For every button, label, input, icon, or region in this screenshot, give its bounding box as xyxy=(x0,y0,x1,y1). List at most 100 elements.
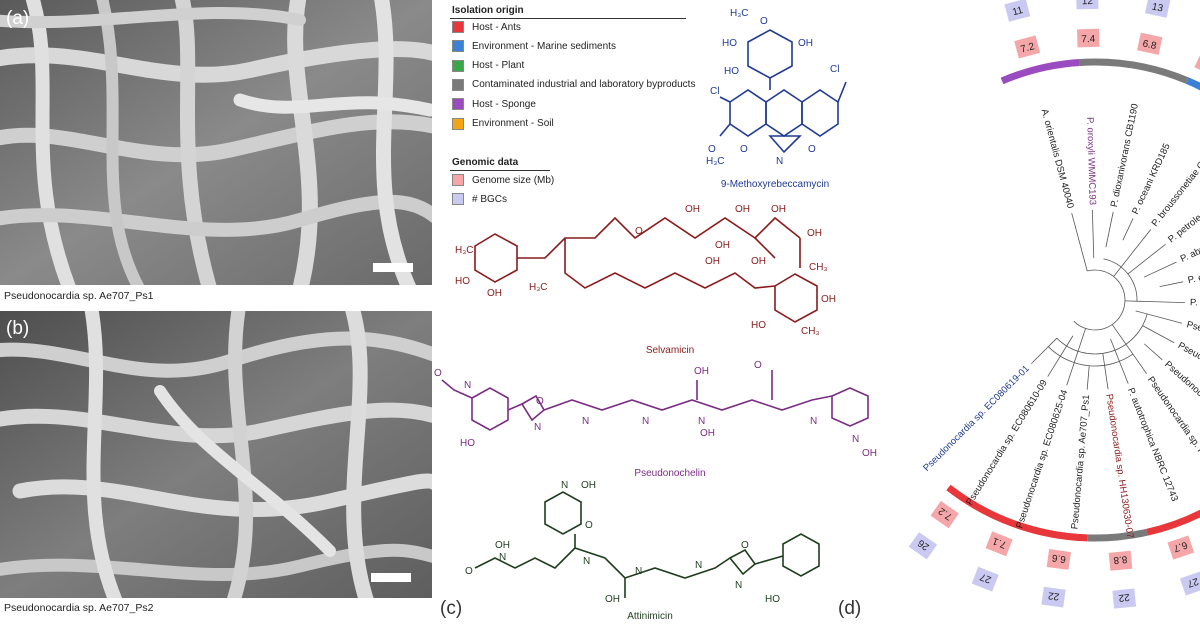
svg-text:Cl: Cl xyxy=(830,64,839,75)
svg-text:N: N xyxy=(583,556,590,567)
svg-text:OH: OH xyxy=(798,38,813,49)
genome-size-value: 6.8 xyxy=(1141,38,1157,52)
tree-branch xyxy=(1071,212,1088,272)
genome-size-value: 7.4 xyxy=(1081,34,1096,45)
tree-branch xyxy=(1066,328,1086,386)
svg-text:OH: OH xyxy=(605,594,620,605)
svg-text:OH: OH xyxy=(862,448,877,459)
panel-label-d: (d) xyxy=(838,598,862,619)
tree-branch xyxy=(1159,281,1184,288)
svg-text:O: O xyxy=(740,144,748,155)
molecule-label-9-methoxyrebeccamycin: 9-Methoxyrebeccamycin xyxy=(720,179,830,190)
tree-branch xyxy=(1143,261,1177,278)
legend-item: # BGCs xyxy=(452,192,507,206)
svg-text:N: N xyxy=(561,480,568,491)
bgc-count-box: 12 xyxy=(1076,0,1099,10)
genome-size-box: 6.7 xyxy=(1167,535,1195,560)
svg-text:OH: OH xyxy=(735,204,750,215)
svg-text:O: O xyxy=(708,144,716,155)
svg-text:OH: OH xyxy=(487,288,502,299)
svg-text:N: N xyxy=(582,416,589,427)
legend-swatch xyxy=(452,40,464,53)
tree-branch xyxy=(1086,365,1090,390)
tree-leaf-label: A. orientalis DSM 40040 xyxy=(1039,108,1076,210)
legend-item: Environment - Marine sediments xyxy=(452,39,616,53)
legend-label: Contaminated industrial and laboratory b… xyxy=(472,79,696,91)
origin-ring-segment xyxy=(1146,509,1200,536)
svg-text:N: N xyxy=(735,580,742,591)
legend-item: Host - Ants xyxy=(452,20,521,34)
origin-ring-segment xyxy=(1079,58,1189,84)
origin-ring-segment xyxy=(946,484,1088,542)
tree-branch xyxy=(1144,343,1163,361)
svg-text:O: O xyxy=(760,16,768,27)
bgc-count-box: 26 xyxy=(908,532,938,560)
genome-size-box: 6.8 xyxy=(1137,32,1163,55)
bgc-count-box: 13 xyxy=(1145,0,1171,18)
svg-text:N: N xyxy=(698,416,705,427)
svg-text:OH: OH xyxy=(495,540,510,551)
genome-size-box: 7.1 xyxy=(985,531,1013,557)
origin-ring-segment xyxy=(1000,59,1080,85)
legend-label: Host - Sponge xyxy=(472,98,536,110)
legend-label: # BGCs xyxy=(472,193,508,205)
svg-text:N: N xyxy=(635,566,642,577)
legend-swatch xyxy=(452,78,464,91)
genome-size-box: 7.2 xyxy=(1014,35,1041,59)
legend-label: Host - Plant xyxy=(472,60,525,72)
legend-label: Environment - Soil xyxy=(472,118,554,129)
molecule-label-pseudonochelin: Pseudonochelin xyxy=(634,468,706,479)
tree-branch xyxy=(1124,300,1185,304)
tree-leaf-label: Pseudonocardia sp. Ae707_Ps1 xyxy=(1069,394,1092,530)
bgc-count-value: 27 xyxy=(1185,575,1200,589)
tree-branch xyxy=(1127,243,1166,275)
genome-size-box: 7.4 xyxy=(1077,28,1100,48)
svg-text:HO: HO xyxy=(460,438,475,449)
legend-label: Host - Ants xyxy=(472,21,521,33)
legend-label: Genome size (Mb) xyxy=(472,174,555,186)
legend-swatch xyxy=(452,98,464,111)
svg-text:H₃C: H₃C xyxy=(730,8,749,19)
svg-text:H₃C: H₃C xyxy=(529,282,548,293)
svg-text:O: O xyxy=(465,566,473,577)
svg-text:OH: OH xyxy=(771,204,786,215)
tree-branch xyxy=(1122,218,1134,241)
molecule-label-selvamicin: Selvamicin xyxy=(645,345,695,356)
bgc-count-value: 13 xyxy=(1151,2,1165,15)
svg-text:HO: HO xyxy=(765,594,780,605)
panel-label-b: (b) xyxy=(6,318,30,339)
tree-internal-arc xyxy=(1103,258,1138,302)
svg-text:OH: OH xyxy=(694,366,709,377)
legend-item: Contaminated industrial and laboratory b… xyxy=(452,78,695,92)
isolation-origin-title: Isolation origin xyxy=(452,5,524,16)
genome-size-value: 7.3 xyxy=(1199,57,1200,73)
genomic-data-title: Genomic data xyxy=(452,157,519,168)
svg-text:HO: HO xyxy=(722,38,737,49)
svg-text:H₃C: H₃C xyxy=(706,156,725,167)
svg-text:N: N xyxy=(464,380,471,391)
svg-text:N: N xyxy=(534,422,541,433)
legend-rule-2 xyxy=(450,170,550,171)
genome-size-value: 8.8 xyxy=(1112,553,1127,565)
tree-branch xyxy=(1135,310,1183,324)
tree-branch xyxy=(1102,353,1109,390)
tree-internal-arc xyxy=(1056,313,1148,355)
bgc-count-value: 22 xyxy=(1118,591,1131,603)
tree-internal-arc xyxy=(1048,346,1134,367)
sem-image-a xyxy=(0,0,432,285)
genome-size-value: 7.2 xyxy=(1019,41,1036,55)
svg-text:N: N xyxy=(810,416,817,427)
legend-swatch xyxy=(452,21,464,33)
tree-branch xyxy=(1142,325,1175,344)
genome-size-value: 6.7 xyxy=(1172,539,1189,554)
bgc-count-value: 11 xyxy=(1011,5,1024,18)
legend-item: Host - Plant xyxy=(452,59,524,73)
svg-text:N: N xyxy=(852,434,859,445)
tree-branch xyxy=(1091,210,1095,259)
svg-text:O: O xyxy=(434,368,442,379)
svg-text:O: O xyxy=(808,144,816,155)
origin-ring-segment xyxy=(1185,77,1200,91)
